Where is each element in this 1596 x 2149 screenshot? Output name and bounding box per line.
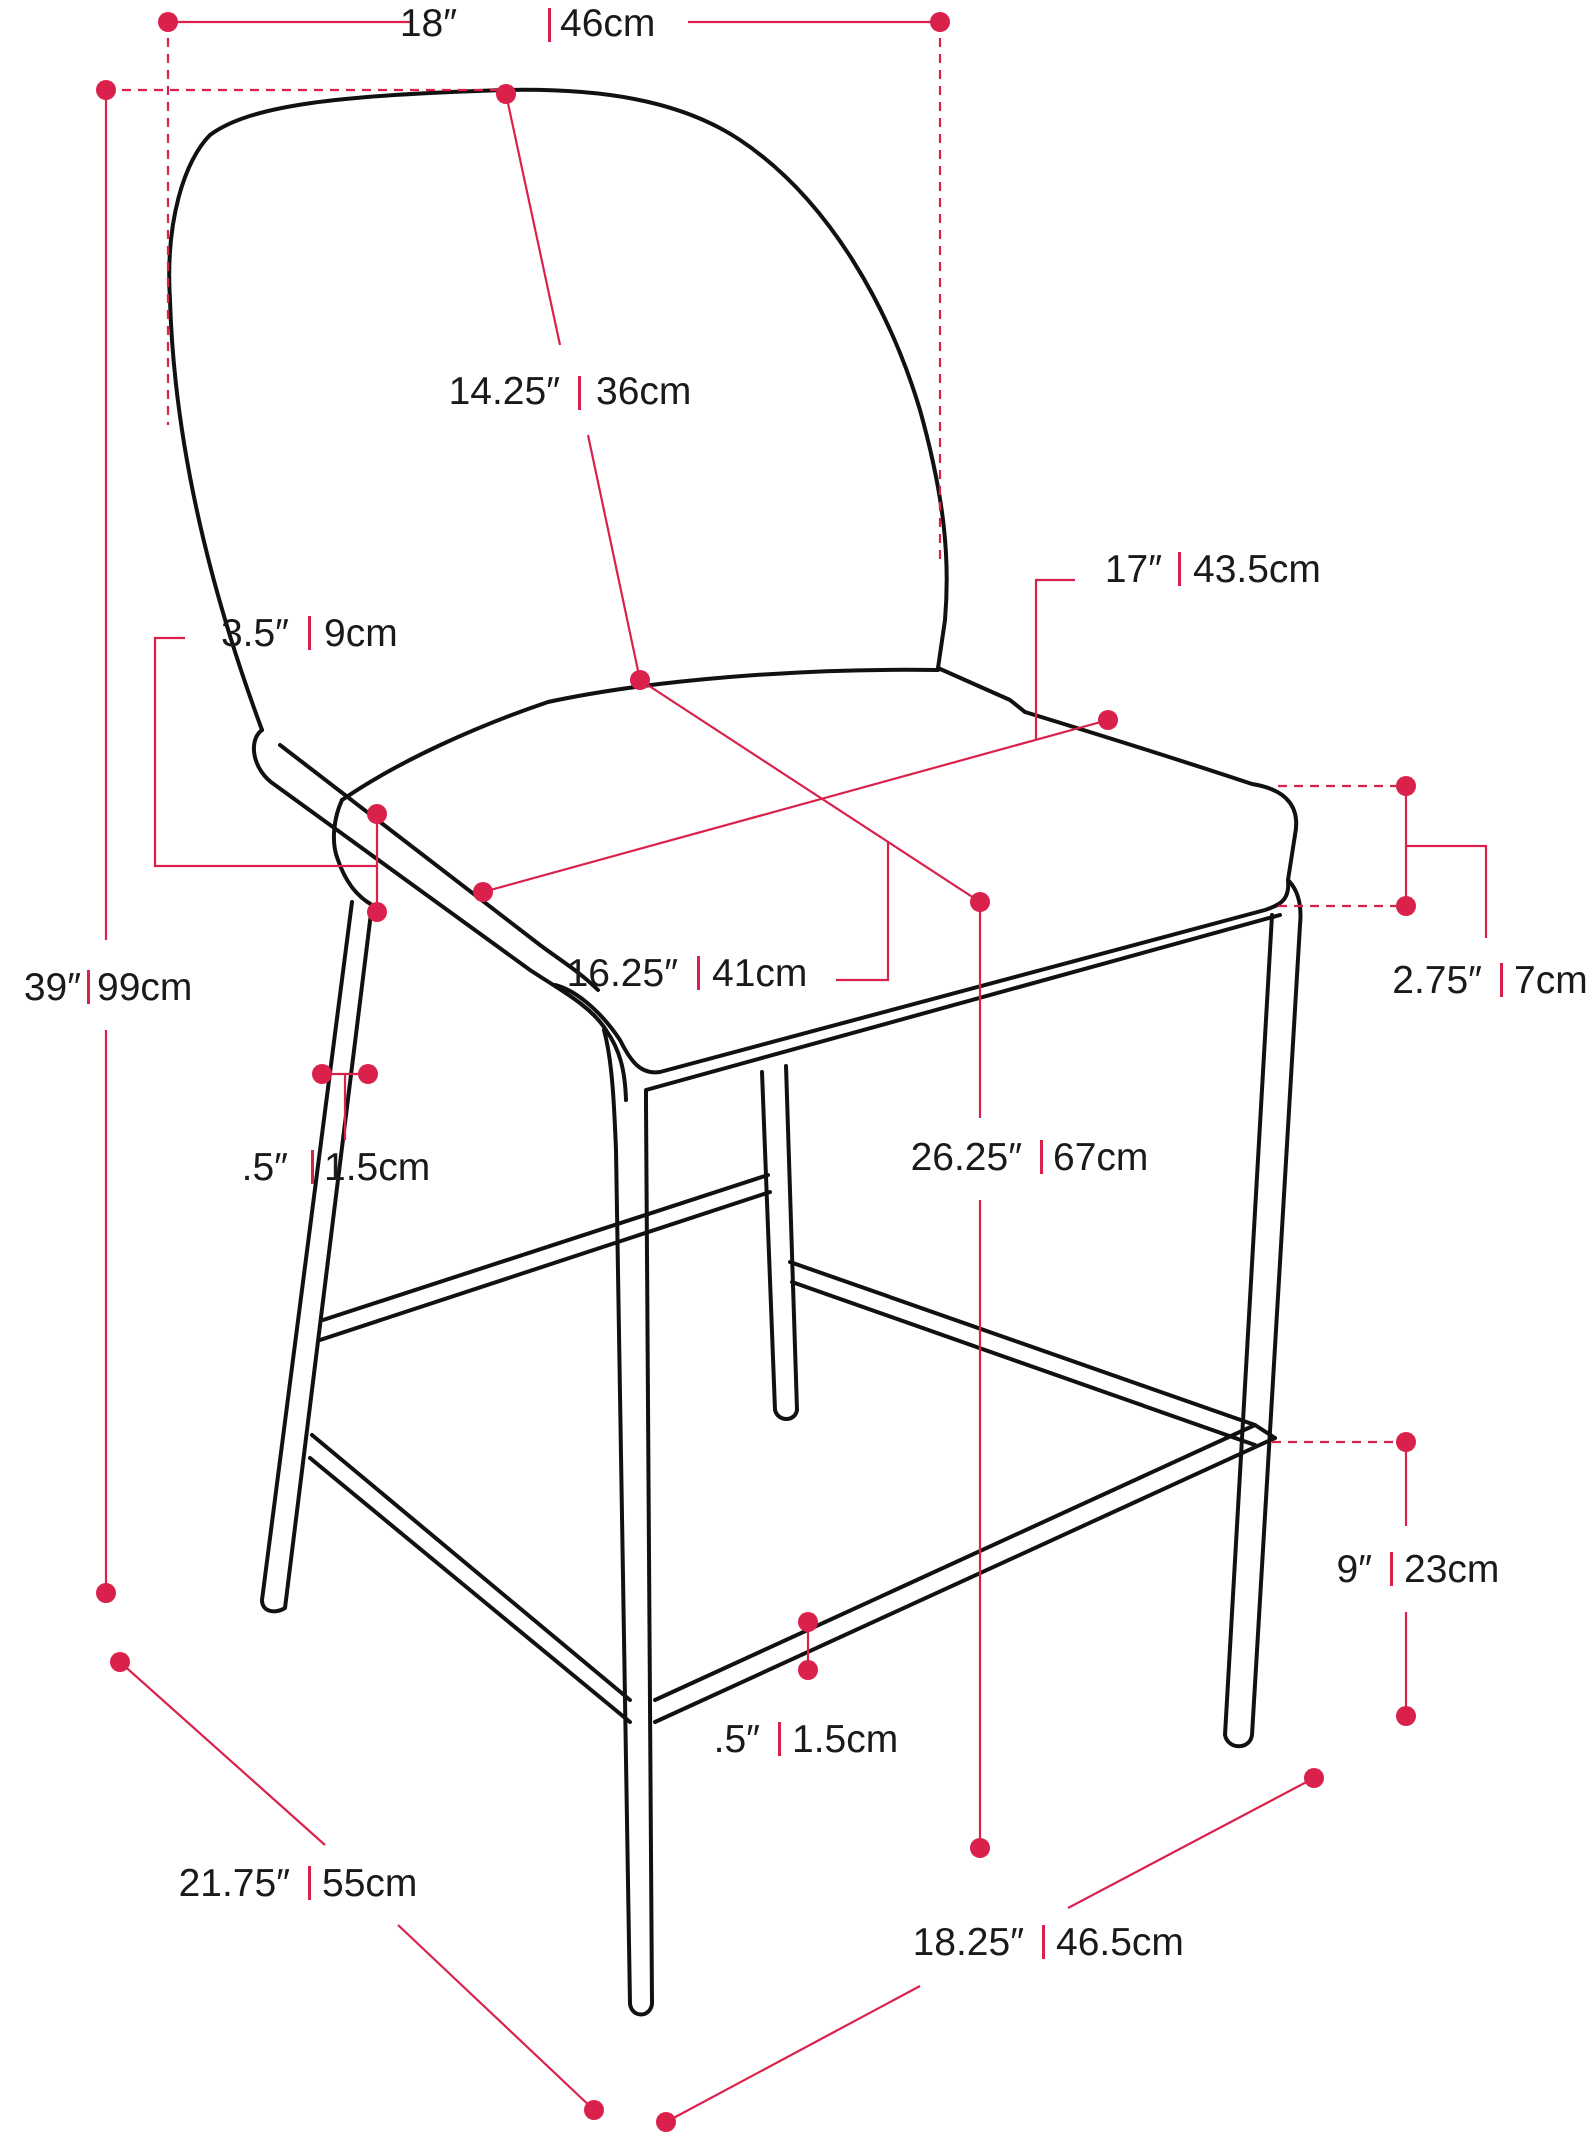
marker-dot <box>110 1652 130 1672</box>
seat-thickness-metric: 7cm <box>1514 959 1588 1002</box>
footrest-right-upper <box>653 1423 1277 1702</box>
seat-side-edge <box>331 798 374 907</box>
label-separator <box>87 970 90 1004</box>
marker-dot <box>473 882 493 902</box>
overall-width-metric: 46.5cm <box>1056 1921 1184 1964</box>
seat-height-metric: 67cm <box>1053 1136 1148 1179</box>
seat-front-edge <box>553 833 1297 1075</box>
marker-dot <box>584 2100 604 2120</box>
total-height-metric: 99cm <box>97 966 192 1009</box>
leg-rear-inner <box>760 1064 799 1421</box>
back-height-metric: 36cm <box>596 370 691 413</box>
label-separator <box>1042 1925 1045 1959</box>
dim-seat-depth: 16.25″ 41cm <box>567 679 990 995</box>
seat-thickness-imperial: 2.75″ <box>1392 959 1482 1002</box>
dim-top-width: 18″ 46cm <box>158 2 950 560</box>
label-separator <box>548 8 551 42</box>
footrest-tube-imperial: .5″ <box>714 1718 761 1761</box>
stretcher-back-upper <box>788 1260 1257 1427</box>
marker-dot <box>970 1838 990 1858</box>
top-width-metric: 46cm <box>560 2 655 45</box>
dim-frame-tube: .5″ 1.5cm <box>242 1064 430 1189</box>
marker-dot <box>1396 1706 1416 1726</box>
overall-width-imperial: 18.25″ <box>913 1921 1025 1964</box>
stretcher-left-lower <box>318 1190 772 1342</box>
marker-dot <box>1396 776 1416 796</box>
marker-dot <box>930 12 950 32</box>
dim-seat-width: 17″ 43.5cm <box>473 548 1321 902</box>
footrest-height-metric: 23cm <box>1404 1548 1499 1591</box>
dim-footrest-height: 9″ 23cm <box>1272 1432 1499 1726</box>
stretcher-back-lower <box>790 1280 1257 1447</box>
total-height-imperial: 39″ <box>24 966 81 1009</box>
footrest-tube-metric: 1.5cm <box>792 1718 898 1761</box>
marker-dot <box>1098 710 1118 730</box>
label-separator <box>1040 1140 1043 1174</box>
dim-back-height: 14.25″ 36cm <box>449 84 691 690</box>
seat-height-imperial: 26.25″ <box>911 1136 1023 1179</box>
leg-front-center-outer <box>602 1028 654 2017</box>
seat-width-imperial: 17″ <box>1105 548 1162 591</box>
marker-dot <box>367 804 387 824</box>
counter-stool-drawing <box>167 87 1303 2017</box>
leg-front-left <box>260 900 374 1614</box>
marker-dot <box>158 12 178 32</box>
marker-dot <box>96 80 116 100</box>
overall-depth-metric: 55cm <box>322 1862 417 1905</box>
seat-depth-imperial: 16.25″ <box>567 952 679 995</box>
seat-top <box>340 667 940 802</box>
armrest-inner <box>278 743 600 992</box>
dim-seat-thickness: 2.75″ 7cm <box>1278 776 1588 1002</box>
marker-dot <box>496 84 516 104</box>
leg-front-center-inner <box>644 913 1282 1107</box>
marker-dot <box>96 1583 116 1603</box>
label-separator <box>778 1722 781 1756</box>
leg-rear-right <box>1223 878 1303 1749</box>
footrest-right-lower <box>653 1436 1277 1724</box>
dim-armrest-height: 3.5″ 9cm <box>153 612 398 922</box>
back-height-imperial: 14.25″ <box>449 370 561 413</box>
dim-total-height: 39″ 99cm <box>24 80 506 1603</box>
footrest-front-upper <box>310 1433 632 1702</box>
marker-dot <box>1304 1768 1324 1788</box>
label-separator <box>308 616 311 650</box>
marker-dot <box>312 1064 332 1084</box>
marker-dot <box>367 902 387 922</box>
dim-overall-width: 18.25″ 46.5cm <box>656 1768 1324 2132</box>
marker-dot <box>358 1064 378 1084</box>
label-separator <box>1390 1552 1393 1586</box>
footrest-height-imperial: 9″ <box>1337 1548 1373 1591</box>
marker-dot <box>1396 896 1416 916</box>
label-separator <box>1178 552 1181 586</box>
marker-dot <box>1396 1432 1416 1452</box>
label-separator <box>697 956 700 990</box>
armrest <box>252 728 628 1102</box>
frame-tube-imperial: .5″ <box>242 1146 289 1189</box>
label-separator <box>578 376 581 410</box>
footrest-front-lower <box>308 1456 632 1724</box>
top-width-imperial: 18″ <box>400 2 457 45</box>
seat-top-right <box>1023 710 1299 837</box>
marker-dot <box>798 1612 818 1632</box>
seat-depth-metric: 41cm <box>712 952 807 995</box>
overall-depth-imperial: 21.75″ <box>179 1862 291 1905</box>
frame-tube-metric: 1.5cm <box>324 1146 430 1189</box>
label-separator <box>1500 963 1503 997</box>
label-separator <box>311 1150 314 1184</box>
dim-footrest-tube: .5″ 1.5cm <box>714 1612 898 1761</box>
dim-seat-height: 26.25″ 67cm <box>911 902 1148 1858</box>
stretcher-left-upper <box>321 1173 770 1322</box>
marker-dot <box>656 2112 676 2132</box>
armrest-height-metric: 9cm <box>324 612 398 655</box>
label-separator <box>308 1866 311 1900</box>
back-seat-joint <box>936 666 1027 714</box>
marker-dot <box>798 1660 818 1680</box>
dim-overall-depth: 21.75″ 55cm <box>110 1652 604 2120</box>
armrest-height-imperial: 3.5″ <box>221 612 289 655</box>
seat-width-metric: 43.5cm <box>1193 548 1321 591</box>
